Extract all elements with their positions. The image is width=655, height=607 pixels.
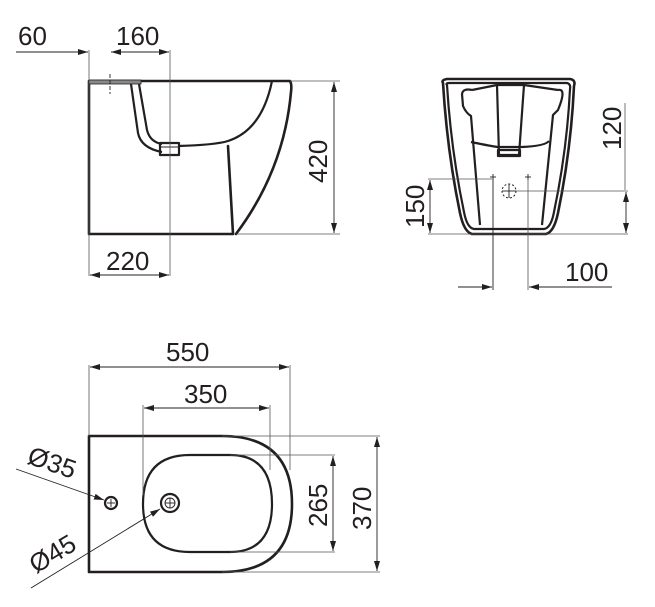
dim-d45-label: Ø45 xyxy=(24,528,82,579)
dim-150-label: 150 xyxy=(400,185,430,228)
dim-100-label: 100 xyxy=(565,257,608,287)
rim-top-strip xyxy=(88,79,142,85)
top-outer-outline xyxy=(87,434,294,574)
side-body-outline xyxy=(87,79,293,236)
dim-420-label: 420 xyxy=(303,140,333,183)
outlet-fitting xyxy=(158,141,181,157)
rear-center-channel xyxy=(495,84,526,157)
leader-tap-hole xyxy=(15,468,105,501)
dim-160-label: 160 xyxy=(116,21,159,51)
drain-hole xyxy=(159,492,181,514)
dim-220-label: 220 xyxy=(106,246,149,276)
dim-120-label: 120 xyxy=(597,107,627,150)
rear-outer-outline xyxy=(441,77,576,236)
dim-350-label: 350 xyxy=(184,379,227,409)
rear-bowl-bottom xyxy=(470,140,550,149)
dim-265-label: 265 xyxy=(303,484,333,527)
top-view: 550 350 265 370 Ø35 Ø45 xyxy=(15,337,380,589)
rear-outlet-slot xyxy=(496,148,522,158)
inlet-pipe xyxy=(129,83,163,154)
rear-view: 150 120 100 xyxy=(400,77,629,290)
dim-370-label: 370 xyxy=(347,487,377,530)
side-view: 60 160 220 420 xyxy=(16,21,340,278)
dim-550-label: 550 xyxy=(166,337,209,367)
side-bowl-curve xyxy=(177,80,274,148)
top-bowl-outline xyxy=(141,453,274,554)
tap-hole xyxy=(103,495,119,511)
dim-d35-label: Ø35 xyxy=(24,440,80,484)
rear-inner-outline xyxy=(445,81,572,231)
leader-drain-hole xyxy=(30,508,161,589)
rear-bowl-shape xyxy=(460,83,564,226)
dim-60-label: 60 xyxy=(18,21,47,51)
